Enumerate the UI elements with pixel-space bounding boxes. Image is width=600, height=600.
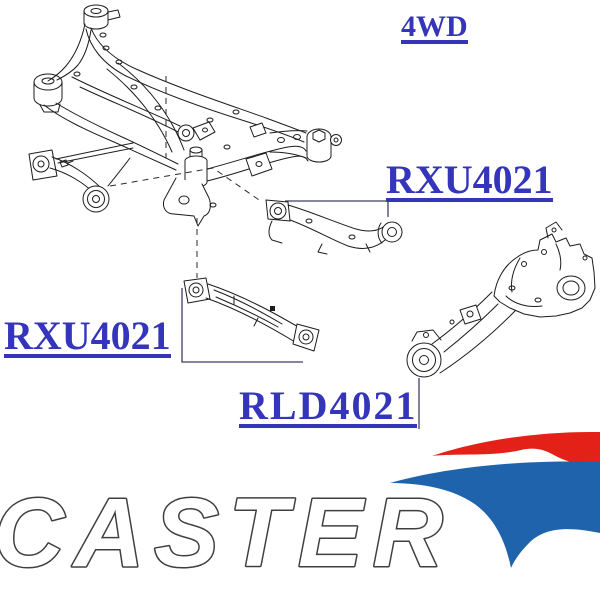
upper-camber-arm-drawing: [265, 199, 403, 255]
logo-wordmark: CASTER: [0, 478, 453, 587]
lower-lateral-arm-drawing: [183, 277, 320, 352]
rear-subframe-drawing: [28, 4, 342, 227]
part-link-trailing-arm[interactable]: RLD4021: [239, 383, 418, 428]
trailing-arm-drawing: [406, 221, 596, 378]
logo-swoosh-red: [432, 431, 600, 465]
part-link-lower-arm[interactable]: RXU4021: [4, 313, 171, 358]
part-link-upper-arm[interactable]: RXU4021: [386, 157, 553, 202]
logo-swoosh-blue: [390, 461, 600, 568]
assembly-dashed-lines: [109, 76, 263, 278]
drivetrain-label-4wd[interactable]: 4WD: [401, 10, 468, 44]
